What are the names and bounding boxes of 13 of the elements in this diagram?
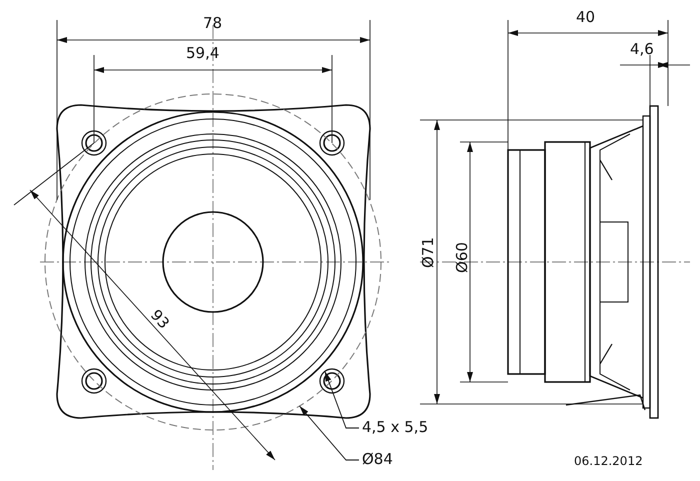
dimension-label: Ø71 (420, 237, 436, 268)
dimension-label: 59,4 (186, 46, 220, 61)
dimension-label: 4,6 (630, 42, 654, 57)
dimension-label: 40 (576, 10, 596, 25)
date-text: 06.12.2012 (574, 455, 643, 467)
dimension-label: 78 (203, 16, 222, 31)
leader-line (324, 370, 360, 428)
dimension-label: Ø60 (454, 242, 470, 273)
leader-line (299, 406, 360, 460)
dimension-label: 4,5 x 5,5 (362, 420, 428, 435)
dimension-label: 93 (148, 307, 172, 332)
dimension-label: Ø84 (362, 452, 393, 467)
mounting-hole (319, 368, 345, 394)
